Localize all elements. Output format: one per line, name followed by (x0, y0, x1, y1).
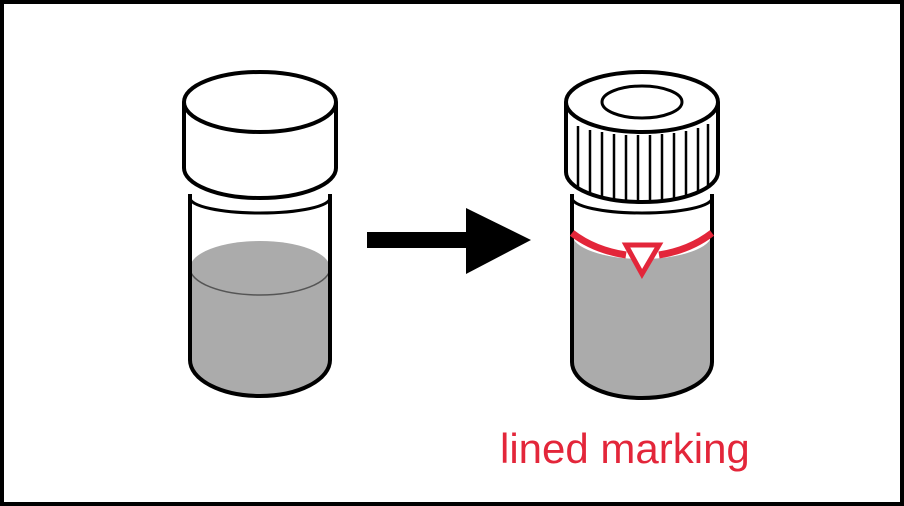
marking-triangle-icon (621, 242, 664, 280)
left-vial-cap-top (182, 70, 338, 134)
marking-line-right (658, 230, 715, 259)
right-vial-cap-inner-ring (600, 84, 684, 120)
right-vial-cap-ridges (576, 124, 710, 201)
diagram-canvas: lined marking (182, 70, 750, 472)
right-arrow-icon (367, 208, 531, 274)
right-vial-neck (570, 197, 714, 215)
left-vial-body (188, 194, 332, 398)
marking-caption: lined marking (500, 425, 750, 472)
left-vial-liquid (190, 241, 330, 396)
arrow-shaft (367, 232, 479, 248)
left-vial-liquid-surface (189, 267, 331, 296)
marking-line-left (569, 230, 627, 259)
left-vial-neck (188, 197, 332, 215)
lined-marking (569, 230, 715, 280)
right-vial-body (570, 194, 714, 400)
plain-cap-vial-icon (182, 70, 338, 398)
arrow-head (466, 208, 531, 274)
right-vial-liquid (572, 234, 712, 398)
ridged-cap-vial-with-marking-icon (564, 70, 720, 400)
